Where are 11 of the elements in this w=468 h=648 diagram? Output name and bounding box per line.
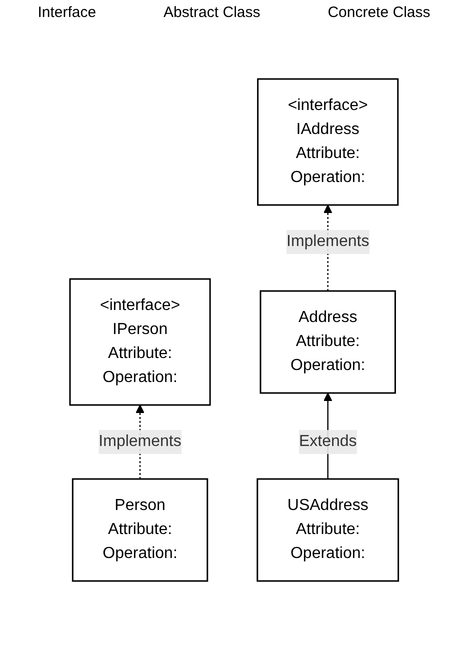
node-box: USAddress Attribute: Operation: [256, 478, 399, 582]
edge-label: Implements [98, 433, 182, 450]
node-box: Person Attribute: Operation: [72, 478, 208, 582]
edge-label: Extends [298, 433, 357, 450]
node-box: <interface> IAddress Attribute: Operation: [256, 78, 398, 206]
node-box: <interface> IPerson Attribute: Operation: [69, 278, 211, 406]
edge-label: Implements [286, 233, 370, 250]
section-heading: Concrete Class [328, 4, 430, 21]
section-heading: Interface [38, 4, 96, 21]
node-box: Address Attribute: Operation: [260, 290, 396, 394]
section-heading: Abstract Class [164, 4, 260, 21]
